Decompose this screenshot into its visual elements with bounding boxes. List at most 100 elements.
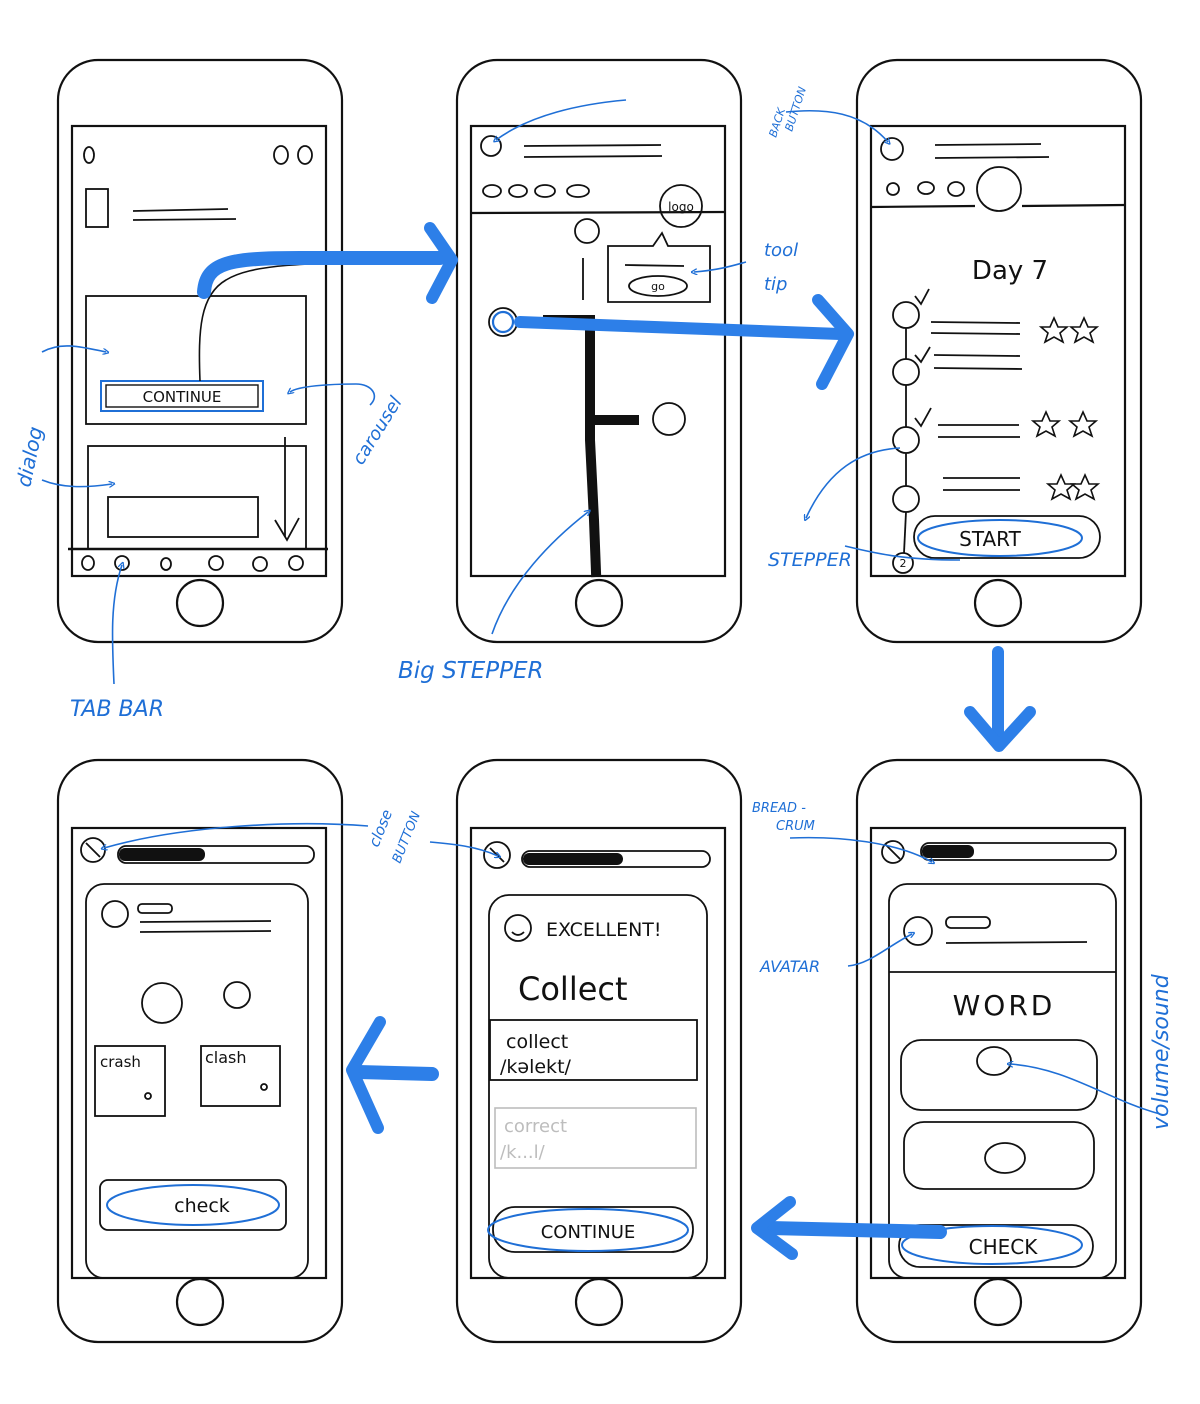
option-crash-label: crash <box>100 1053 141 1071</box>
logo-label: logo <box>668 200 694 214</box>
step-3[interactable] <box>892 426 920 454</box>
stars-row-3 <box>1045 473 1101 501</box>
screen-4 <box>881 840 1117 1279</box>
volume-icon[interactable] <box>141 982 183 1024</box>
step-1[interactable] <box>892 301 920 329</box>
screen-3 <box>870 137 1126 574</box>
phone-screen-3 <box>869 124 1127 578</box>
smile-icon <box>504 914 532 942</box>
breadcrumb-progress <box>521 850 711 868</box>
avatar <box>903 916 933 946</box>
home-button-6 <box>175 1277 225 1327</box>
annotation-close-button-1: close <box>365 807 396 850</box>
option-clash[interactable] <box>200 1045 281 1107</box>
excellent-label: EXCELLENT! <box>546 919 662 941</box>
tab-bar-item-6[interactable] <box>288 555 304 571</box>
exercise-card <box>85 883 309 1279</box>
phone-frame-5 <box>455 758 743 1344</box>
disabled-line-2: /k...l/ <box>500 1142 546 1163</box>
check-button[interactable] <box>898 1224 1094 1268</box>
answer-line-1: collect <box>506 1031 568 1053</box>
volume-icon[interactable] <box>976 1046 1012 1076</box>
profile-avatar[interactable] <box>976 166 1022 212</box>
input-box[interactable] <box>107 496 259 538</box>
breadcrumb-progress <box>117 845 315 864</box>
flow-arrow-4-to-5 <box>763 1221 947 1239</box>
slow-sound-icon[interactable] <box>223 981 251 1009</box>
annotation-tooltip-2: tip <box>764 274 787 295</box>
step-node-lower[interactable] <box>652 402 686 436</box>
annotation-breadcrumb-1: BREAD - <box>752 801 806 816</box>
answer-card <box>489 1019 698 1081</box>
continue-button[interactable]: CONTINUE <box>100 380 264 412</box>
back-button-icon[interactable] <box>880 137 904 161</box>
home-button-4 <box>973 1277 1023 1327</box>
flow-arrows <box>197 222 1036 1260</box>
lesson-card <box>888 883 1117 1279</box>
phone-frame-3 <box>855 58 1143 644</box>
check-button[interactable] <box>99 1179 287 1231</box>
back-icon[interactable] <box>480 135 502 157</box>
tooltip-button[interactable] <box>628 275 688 297</box>
option-clash-label: clash <box>205 1048 247 1067</box>
top-action-icon-2[interactable] <box>297 145 313 165</box>
step-4[interactable] <box>892 485 920 513</box>
close-icon[interactable] <box>881 840 905 864</box>
collect-word: Collect <box>518 970 628 1008</box>
screen-5 <box>483 841 711 1279</box>
step-5[interactable] <box>892 552 914 574</box>
day-title: Day 7 <box>972 256 1048 286</box>
annotation-volume-sound: volume/sound <box>1149 973 1174 1130</box>
annotation-big-stepper: Big STEPPER <box>398 658 544 684</box>
continue-button[interactable] <box>492 1206 694 1253</box>
annotation-tab-bar: TAB BAR <box>70 697 164 722</box>
option-card-2[interactable] <box>903 1121 1095 1190</box>
word-title: WORD <box>953 989 1056 1022</box>
phone-frame-2 <box>455 58 743 644</box>
top-action-icon-1[interactable] <box>273 145 289 165</box>
phone-screen-1 <box>70 124 328 578</box>
flow-arrow-1-to-2 <box>197 251 447 299</box>
tab-bar-item-5[interactable] <box>252 556 268 572</box>
annotation-dialog: dialog <box>11 424 47 489</box>
check-button-label: check <box>174 1195 230 1217</box>
tooltip-button-label: go <box>651 280 665 293</box>
option-crash[interactable] <box>94 1045 166 1117</box>
start-button[interactable] <box>913 515 1101 559</box>
tab-bar-item-2[interactable] <box>114 555 130 571</box>
tab-bar-item-3[interactable] <box>160 557 172 571</box>
home-button-3 <box>973 578 1023 628</box>
step-2[interactable] <box>892 358 920 386</box>
home-button-5 <box>574 1277 624 1327</box>
phone-screen-4 <box>869 826 1127 1280</box>
close-icon[interactable] <box>483 841 511 869</box>
home-button-1 <box>175 578 225 628</box>
stars-row-2 <box>1030 410 1099 438</box>
continue-button-label: CONTINUE <box>541 1222 636 1243</box>
answer-line-2: /kəlekt/ <box>500 1056 572 1078</box>
phone-frame-4 <box>855 758 1143 1344</box>
screen-2 <box>470 135 726 436</box>
annotation-close-button-2: BUTTON <box>390 809 424 865</box>
tab-bar-item-1[interactable] <box>81 555 95 571</box>
annotation-carousel: carousel <box>348 393 406 469</box>
phone-frame-1 <box>56 58 344 644</box>
logo-circle <box>659 184 703 228</box>
tab-bar-item-4[interactable] <box>208 555 224 571</box>
menu-icon[interactable] <box>83 146 95 164</box>
annotation-stepper: STEPPER <box>768 549 852 571</box>
screen-1 <box>68 145 328 572</box>
phone-frame-6 <box>56 758 344 1344</box>
flow-arrow-5-to-6 <box>351 1065 439 1081</box>
start-button-label: START <box>959 527 1021 551</box>
disabled-answer-card <box>494 1107 697 1169</box>
annotation-breadcrumb-2: CRUM <box>776 819 815 834</box>
avatar <box>101 900 129 928</box>
check-button-label: CHECK <box>969 1235 1039 1259</box>
breadcrumb-progress <box>920 842 1117 861</box>
sound-icon[interactable] <box>984 1142 1026 1174</box>
disabled-line-1: correct <box>504 1116 567 1137</box>
annotation-tooltip-1: tool <box>764 240 798 261</box>
option-card-1[interactable] <box>900 1039 1098 1111</box>
